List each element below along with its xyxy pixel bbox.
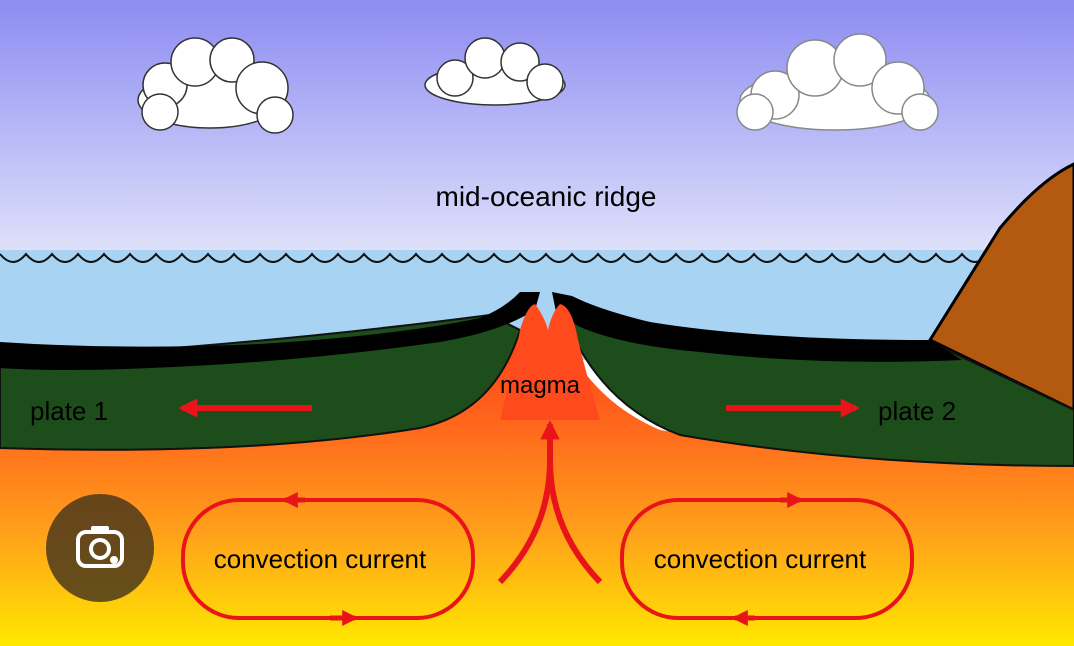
oceanic-crust-right (552, 292, 962, 362)
lens-camera-icon (76, 526, 124, 568)
magma-label: magma (500, 372, 581, 399)
ocean-surface-waves (0, 252, 989, 263)
cloud-right (736, 33, 939, 131)
plate-1-label: plate 1 (30, 396, 108, 426)
plate-2-label: plate 2 (878, 396, 956, 426)
convection-loop-right (620, 498, 914, 620)
cloud-left (137, 37, 294, 134)
cloud-middle (424, 37, 566, 106)
convection-current-right-label: convection current (654, 544, 867, 574)
mantle (0, 330, 1074, 646)
convection-current-left-label: convection current (214, 544, 427, 574)
magma-plume (500, 304, 600, 420)
convection-loop-left (181, 498, 475, 620)
plate-1-body (0, 313, 522, 451)
oceanic-crust-left (0, 292, 540, 370)
lens-camera-button[interactable] (46, 494, 154, 602)
diagram-title: mid-oceanic ridge (436, 181, 657, 212)
sky (0, 0, 1074, 262)
